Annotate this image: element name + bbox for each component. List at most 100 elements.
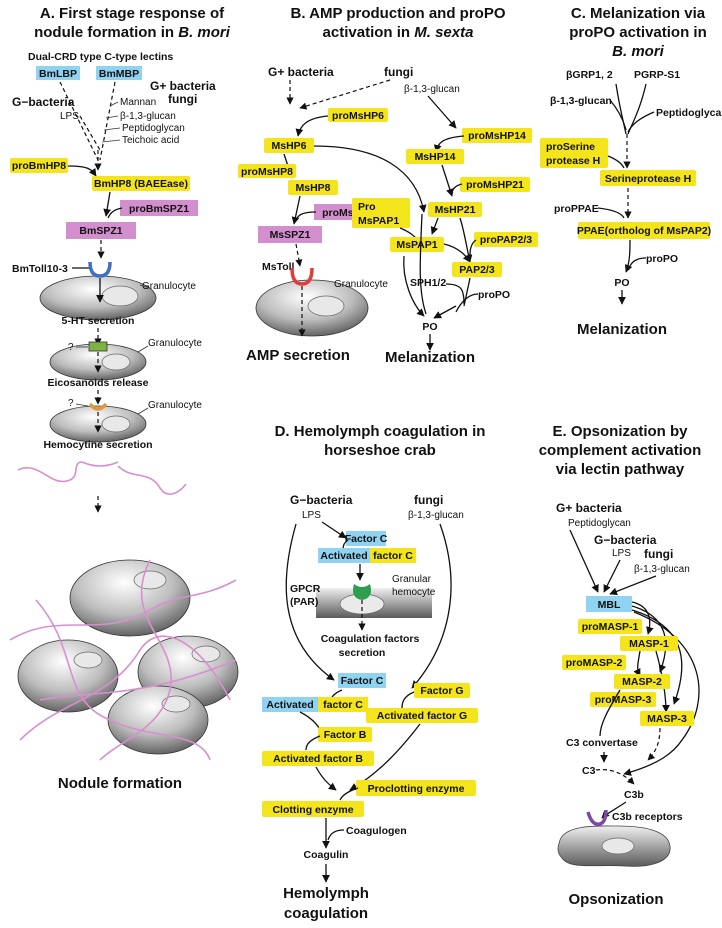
glucan-label-a: β-1,3-glucan <box>120 111 176 122</box>
granulocyte-label-3: Granulocyte <box>148 400 202 411</box>
peptidoglycan-label-a: Peptidoglycan <box>122 123 185 134</box>
lps-label-e: LPS <box>612 548 631 559</box>
promasp2-label: proMASP-2 <box>566 657 623 669</box>
bmspz1-label: BmSPZ1 <box>79 225 122 237</box>
masp3-label: MASP-3 <box>647 713 687 725</box>
activated-top-yellow-box <box>370 548 416 563</box>
po-label-c: PO <box>614 277 629 289</box>
glucan-label-e: β-1,3-glucan <box>634 564 690 575</box>
factorb-label: Factor B <box>324 729 367 741</box>
serine-box <box>600 170 696 186</box>
amp-secretion-label: AMP secretion <box>246 347 350 364</box>
fungi-label-d: fungi <box>414 493 443 507</box>
bmmbp-box <box>96 66 142 80</box>
ms-granulocyte-label: Granulocyte <box>334 279 388 290</box>
par-label: (PAR) <box>290 596 318 608</box>
glucan-label-b: β-1,3-glucan <box>404 84 460 95</box>
proserine-label-line1: proSerine <box>546 141 595 153</box>
granular-label-line1: Granular <box>392 574 432 585</box>
panel-b: B. AMP production and proPO activation i… <box>238 5 538 366</box>
mspap1-label: MsPAP1 <box>396 239 437 251</box>
bmtoll-label: BmToll10-3 <box>12 263 68 275</box>
fungi-label-e: fungi <box>644 547 673 561</box>
promasp1-box <box>578 619 642 634</box>
panel-c-title-line2: proPO activation in <box>569 24 707 41</box>
bgrp-label: βGRP1, 2 <box>566 69 613 81</box>
coag-sec-line2: secretion <box>339 647 386 659</box>
actb-box <box>262 751 374 766</box>
lps-label-d: LPS <box>302 510 321 521</box>
gpcr-label: GPCR <box>290 583 321 595</box>
promasp3-label: proMASP-3 <box>595 694 652 706</box>
fungi-label-b: fungi <box>384 65 413 79</box>
peptidoglycan-label-c: Peptidoglycan <box>656 107 722 119</box>
bmlbp-box <box>36 66 80 80</box>
panel-c: C. Melanization via proPO activation in … <box>540 5 722 338</box>
panel-a: A. First stage response of nodule format… <box>9 5 239 792</box>
lps-label-a: LPS <box>60 111 79 122</box>
pap23-box <box>452 262 502 277</box>
pap23-label: PAP2/3 <box>459 264 495 276</box>
probmspz1-box <box>120 200 198 216</box>
masp3-box <box>640 711 694 726</box>
promspap1-label: MsPAP1 <box>358 215 399 227</box>
bmmbp-label: BmMBP <box>99 68 139 80</box>
bmlbp-label: BmLBP <box>39 68 77 80</box>
promshp21-box <box>460 177 530 192</box>
panel-b-title-line1: B. AMP production and proPO <box>291 5 506 22</box>
propo-label-b: proPO <box>478 289 510 301</box>
mbl-label: MBL <box>598 599 621 611</box>
proserine-label-line2: protease H <box>546 155 600 167</box>
promshp8-label: proMsHP8 <box>241 166 293 178</box>
hemocytine-fiber <box>17 461 83 483</box>
propap23-label: proPAP2/3 <box>480 234 532 246</box>
c3b-receptors-label: C3b receptors <box>612 811 683 823</box>
hemocytine-label: Hemocytine secretion <box>43 439 152 451</box>
mshp6-label: MsHP6 <box>271 140 306 152</box>
promshp6-box <box>328 108 388 122</box>
gpos-label-a: G+ bacteria <box>150 79 216 93</box>
panel-d-title-line1: D. Hemolymph coagulation in <box>275 423 486 440</box>
clot-label: Clotting enzyme <box>272 804 353 816</box>
masp2-label: MASP-2 <box>622 676 662 688</box>
promasp3-box <box>590 692 656 707</box>
gpos-label-b: G+ bacteria <box>268 65 334 79</box>
promshp14-label: proMsHP14 <box>468 130 526 142</box>
granular-label-line2: hemocyte <box>392 587 436 598</box>
gneg-label-e: G−bacteria <box>594 533 657 547</box>
activated-top-label-b: factor C <box>373 550 413 562</box>
question-mark-2: ? <box>68 398 74 409</box>
opsonization-label: Opsonization <box>569 891 664 908</box>
bmtoll-receptor-icon <box>88 261 112 278</box>
propo-label-c: proPO <box>646 253 678 265</box>
probmhp8-box <box>10 158 68 173</box>
panel-a-title-line1: A. First stage response of <box>40 5 225 22</box>
c3b-label: C3b <box>624 789 644 801</box>
hemocytine-receptor-icon <box>88 402 108 411</box>
pro-label: Pro <box>358 201 376 213</box>
melanization-label-b: Melanization <box>385 349 475 366</box>
panel-c-title-line1: C. Melanization via <box>571 5 706 22</box>
serine-label: Serineprotease H <box>605 173 691 185</box>
promshp21-label: proMsHP21 <box>466 179 524 191</box>
bmhp8-label: BmHP8 (BAEEase) <box>94 178 188 190</box>
teichoic-label: Teichoic acid <box>122 135 179 146</box>
promshp8-box <box>238 164 296 178</box>
factorc-box <box>338 673 386 688</box>
msspz1-label: MsSPZ1 <box>270 229 311 241</box>
panel-e-title-line1: E. Opsonization by <box>552 423 688 440</box>
actg-box <box>366 708 478 723</box>
probmspz1-label: proBmSPZ1 <box>129 203 189 215</box>
proclot-label: Proclotting enzyme <box>368 783 465 795</box>
fungi-label-a: fungi <box>168 92 197 106</box>
mspap1-box <box>390 237 444 252</box>
coag-sec-line1: Coagulation factors <box>321 633 420 645</box>
panel-c-title-line3: B. mori <box>612 43 665 60</box>
pgrp-label: PGRP-S1 <box>634 69 680 81</box>
glucan-label-d: β-1,3-glucan <box>408 510 464 521</box>
masp1-label: MASP-1 <box>629 638 669 650</box>
activated-blue-box <box>262 697 318 712</box>
factorc-label: Factor C <box>341 675 384 687</box>
mshp8-box <box>288 180 338 195</box>
